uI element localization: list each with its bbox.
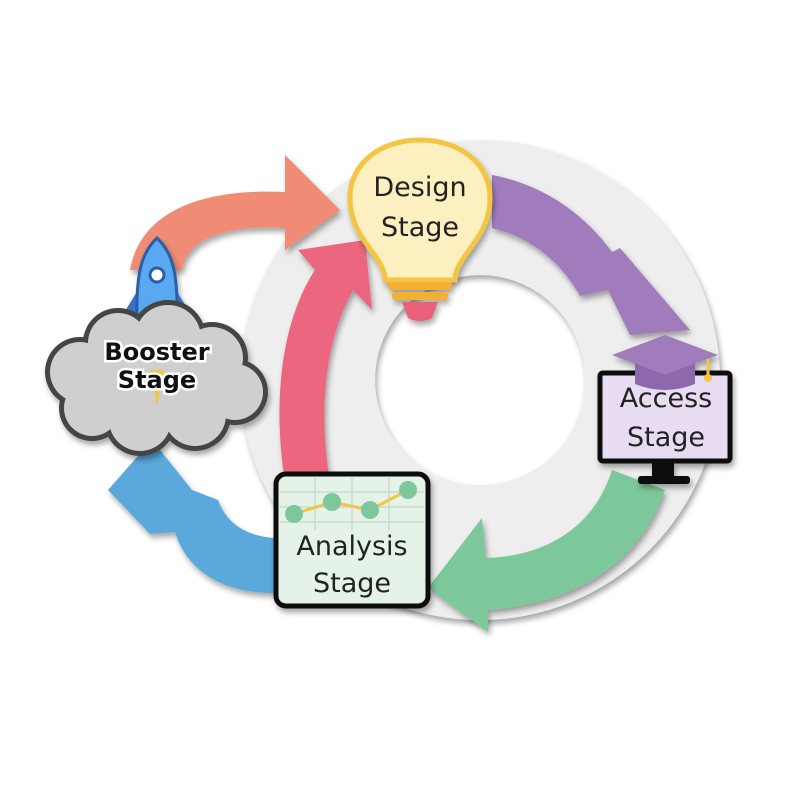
booster-stage-label-line1: Booster	[104, 338, 209, 366]
analysis-stage: Analysis Stage	[273, 471, 431, 609]
access-stage: Access Stage	[597, 335, 733, 484]
booster-to-design-arrow	[130, 155, 340, 270]
design-stage-label-line2: Stage	[381, 212, 459, 243]
design-stage: Design Stage	[347, 137, 493, 321]
booster-stage: Booster Stage	[45, 235, 268, 456]
analysis-to-booster-arrow	[108, 440, 290, 593]
design-to-access-arrow	[492, 175, 690, 335]
analysis-stage-label-line1: Analysis	[296, 531, 407, 562]
analysis-stage-label-line2: Stage	[313, 568, 391, 599]
access-stage-label-line2: Stage	[627, 422, 705, 453]
graduation-cap-icon	[612, 335, 718, 390]
access-to-analysis-arrow	[428, 470, 665, 632]
analysis-to-design-arrow	[279, 240, 372, 482]
cloud-icon	[45, 300, 268, 456]
spreadsheet-line-chart-icon	[273, 471, 431, 609]
design-stage-label-line1: Design	[373, 172, 466, 203]
access-stage-label-line1: Access	[620, 383, 712, 414]
booster-stage-label-line2: Stage	[118, 366, 196, 394]
lightbulb-icon	[347, 137, 493, 321]
